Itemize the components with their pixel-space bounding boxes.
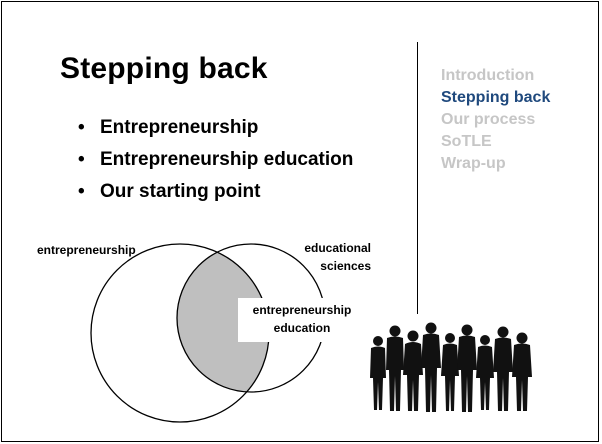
venn-label-line: educational: [304, 241, 371, 255]
bullet-dot-icon: •: [78, 149, 85, 170]
bullet-item: • Our starting point: [78, 176, 353, 208]
bullet-dot-icon: •: [78, 181, 85, 202]
venn-label-line: education: [273, 321, 331, 335]
agenda-item-wrap-up[interactable]: Wrap-up: [441, 155, 506, 172]
agenda-item-introduction[interactable]: Introduction: [441, 67, 535, 84]
venn-label-overlap: entrepreneurship education: [242, 301, 362, 337]
slide-title: Stepping back: [60, 52, 268, 85]
venn-label-line: sciences: [320, 259, 371, 273]
bullet-text: Entrepreneurship education: [100, 149, 354, 170]
agenda-item-stepping-back[interactable]: Stepping back: [441, 89, 551, 106]
venn-label-educational-sciences: educational sciences: [289, 239, 371, 275]
bullet-text: Entrepreneurship: [100, 117, 259, 138]
vertical-divider: [417, 42, 418, 314]
people-silhouettes-icon: [370, 322, 532, 412]
venn-label-line: entrepreneurship: [252, 303, 352, 317]
agenda-list: Introduction Stepping back Our process S…: [441, 65, 550, 175]
bullet-item: • Entrepreneurship education: [78, 144, 353, 176]
bullet-dot-icon: •: [78, 117, 85, 138]
overlap-label-background: [238, 298, 362, 342]
agenda-item-sotle[interactable]: SoTLE: [441, 133, 492, 150]
bullet-text: Our starting point: [100, 181, 261, 202]
venn-label-entrepreneurship: entrepreneurship: [37, 243, 136, 257]
agenda-item-our-process[interactable]: Our process: [441, 111, 536, 128]
bullet-item: • Entrepreneurship: [78, 112, 353, 144]
bullet-list: • Entrepreneurship • Entrepreneurship educ…: [78, 112, 353, 208]
